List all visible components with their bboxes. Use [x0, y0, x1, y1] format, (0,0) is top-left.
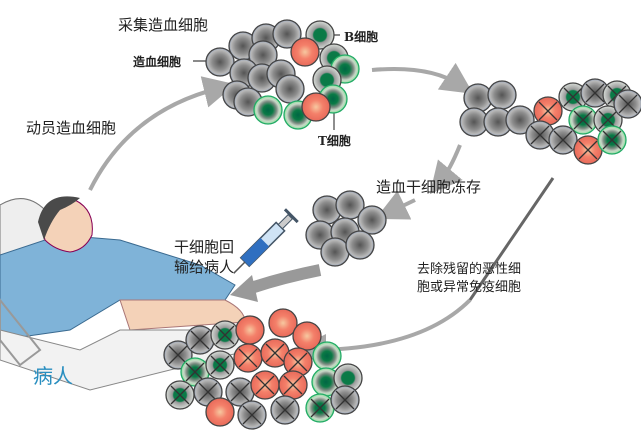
hematopoietic-cell [275, 74, 305, 104]
cross-mark-icon [585, 83, 605, 103]
hematopoietic-cell-removed [330, 385, 360, 415]
cross-mark-icon [573, 110, 593, 130]
malignant-cell [268, 308, 298, 338]
cross-mark-icon [210, 355, 230, 375]
hematopoietic-cell [320, 237, 350, 267]
cross-mark-icon [185, 362, 205, 382]
malignant-cell-removed [250, 370, 280, 400]
t-cell [312, 341, 342, 371]
malignant-cell-removed [260, 338, 290, 368]
hematopoietic-cell [272, 19, 302, 49]
freeze-arrow-2 [375, 190, 416, 220]
hematopoietic-cell [487, 80, 517, 110]
malignant-cell [268, 308, 298, 338]
cross-mark-icon [310, 398, 330, 418]
cross-mark-icon [168, 345, 188, 365]
malignant-cell-removed [573, 135, 603, 165]
hematopoietic-cell [205, 47, 235, 77]
purge-line [468, 177, 555, 301]
hematopoietic-cell-removed [613, 89, 641, 119]
hematopoietic-cell [272, 19, 302, 49]
malignant-cell [235, 315, 265, 345]
hematopoietic-cell-removed [548, 125, 578, 155]
hematopoietic-cell [357, 205, 387, 235]
hematopoietic-cell [357, 205, 387, 235]
syringe-icon [233, 208, 299, 274]
cross-mark-icon [335, 390, 355, 410]
cross-mark-icon [170, 385, 190, 405]
cross-mark-icon [215, 325, 235, 345]
t-cell-removed [568, 105, 598, 135]
cross-mark-icon [553, 130, 573, 150]
hematopoietic-cell-removed [237, 400, 267, 430]
cross-mark-icon [275, 400, 295, 420]
b-cell-label: B细胞 [344, 30, 379, 44]
reinfuse-arrow [243, 264, 322, 296]
cross-mark-icon [563, 87, 583, 107]
hematopoietic-cell-label: 造血细胞 [133, 55, 182, 69]
cross-mark-icon [198, 382, 218, 402]
cross-mark-icon [238, 348, 258, 368]
b-cell-removed [165, 380, 195, 410]
reinfuse-label-1: 干细胞回 [174, 238, 235, 256]
hematopoietic-cell-removed [225, 377, 255, 407]
t-cell-label: T细胞 [318, 134, 351, 148]
malignant-cell [205, 397, 235, 427]
collect-label: 采集造血细胞 [118, 16, 209, 34]
b-cell-removed [210, 320, 240, 350]
t-cell-removed [305, 393, 335, 423]
hematopoietic-cell [345, 230, 375, 260]
malignant-cell [292, 321, 322, 351]
freeze-arrow [429, 144, 463, 195]
hematopoietic-cell [487, 80, 517, 110]
cross-mark-icon [288, 352, 308, 372]
malignant-cell [290, 37, 320, 67]
mobilize-arrow [88, 76, 236, 191]
cross-mark-icon [190, 330, 210, 350]
purge-arrow [371, 62, 474, 94]
cross-mark-icon [230, 382, 250, 402]
hematopoietic-cell-removed [270, 395, 300, 425]
cross-mark-icon [602, 130, 622, 150]
patient-label: 病人 [33, 364, 73, 388]
cross-mark-icon [538, 101, 558, 121]
hematopoietic-cell-removed [185, 325, 215, 355]
return-arrow [294, 298, 472, 366]
t-cell [253, 95, 283, 125]
cell-clusters [163, 19, 641, 430]
malignant-cell [205, 397, 235, 427]
malignant-cell [292, 321, 322, 351]
cross-mark-icon [530, 125, 550, 145]
t-cell [253, 95, 283, 125]
b-cell-removed [205, 350, 235, 380]
purge-label-1: 去除残留的恶性细 [417, 262, 522, 277]
process-arrows [88, 62, 555, 366]
t-cell-removed [597, 125, 627, 155]
hematopoietic-cell [275, 74, 305, 104]
hematopoietic-cell [205, 47, 235, 77]
cross-mark-icon [618, 94, 638, 114]
malignant-cell [290, 37, 320, 67]
malignant-cell [301, 92, 331, 122]
purge-label-2: 胞或异常免疫细胞 [417, 280, 522, 295]
cross-mark-icon [255, 375, 275, 395]
malignant-cell-removed [233, 343, 263, 373]
hematopoietic-cell [345, 230, 375, 260]
cross-mark-icon [242, 405, 262, 425]
hematopoietic-cell [505, 105, 535, 135]
freeze-label: 造血干细胞冻存 [376, 178, 482, 196]
malignant-cell [301, 92, 331, 122]
hematopoietic-cell [320, 237, 350, 267]
mobilize-label: 动员造血细胞 [26, 119, 117, 137]
malignant-cell [235, 315, 265, 345]
malignant-cell-removed [278, 370, 308, 400]
reinfuse-label-2: 输给病人 [174, 258, 235, 276]
hematopoietic-cell [505, 105, 535, 135]
t-cell [312, 341, 342, 371]
cross-mark-icon [578, 140, 598, 160]
cross-mark-icon [265, 343, 285, 363]
cross-mark-icon [283, 375, 303, 395]
